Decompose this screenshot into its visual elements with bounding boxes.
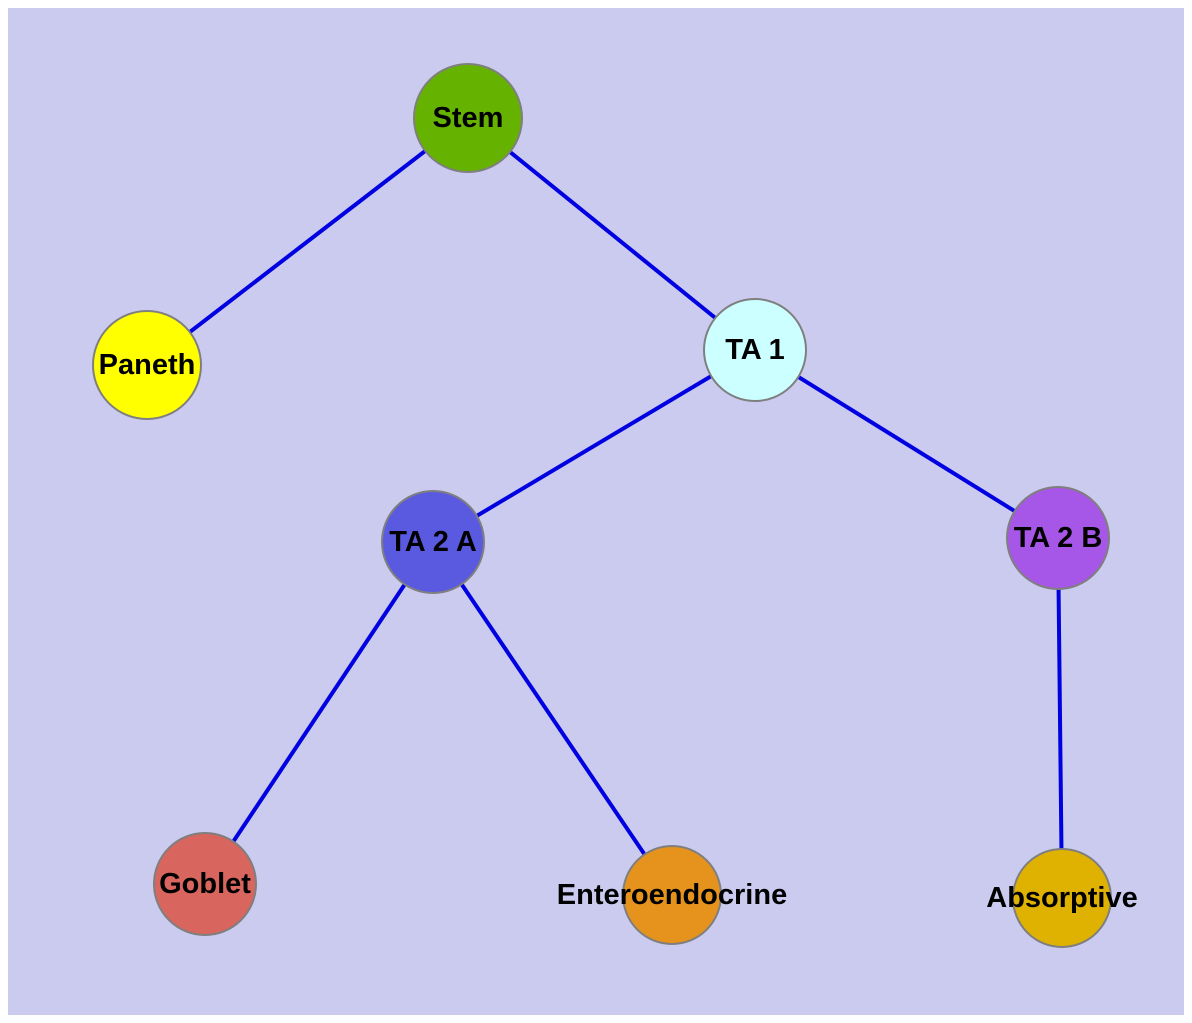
node-goblet[interactable]: Goblet (153, 832, 257, 936)
node-stem-label: Stem (432, 101, 504, 134)
node-paneth-label: Paneth (98, 348, 196, 381)
node-absorptive-label: Absorptive (986, 881, 1138, 914)
node-enteroendocrine-label: Enteroendocrine (556, 878, 788, 911)
node-stem[interactable]: Stem (413, 63, 523, 173)
node-ta2a-label: TA 2 A (389, 525, 477, 558)
node-goblet-label: Goblet (159, 867, 251, 900)
node-ta1-label: TA 1 (725, 333, 785, 366)
node-absorptive[interactable]: Absorptive (986, 848, 1138, 948)
node-ta1[interactable]: TA 1 (703, 298, 807, 402)
node-enteroendocrine[interactable]: Enteroendocrine (557, 845, 787, 945)
node-ta2a[interactable]: TA 2 A (381, 490, 485, 594)
node-paneth[interactable]: Paneth (92, 310, 202, 420)
node-ta2b-label: TA 2 B (1013, 521, 1103, 554)
node-ta2b[interactable]: TA 2 B (1006, 486, 1110, 590)
